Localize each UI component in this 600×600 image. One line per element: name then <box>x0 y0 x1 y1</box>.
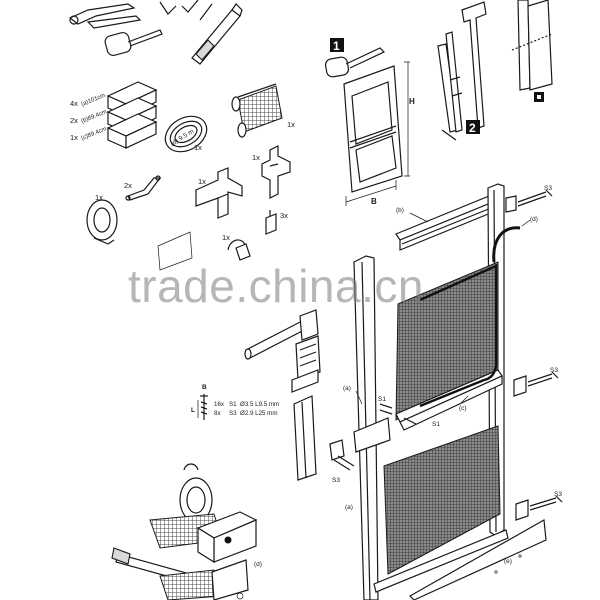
profile-c-spec: (c)89.4cm <box>81 126 108 142</box>
watermark-text: trade.china.cn <box>128 260 424 312</box>
cutter-knife-icon <box>191 3 243 65</box>
s3-bracket-top <box>505 189 553 213</box>
step1-badge: 1 <box>330 38 344 53</box>
profile-a-spec: (a)101cm <box>81 93 107 108</box>
gasket-roll-qty: 1x <box>194 143 202 152</box>
screw-s3-spec: Ø2.9 L25 mm <box>240 410 278 417</box>
screw-s1-spec: Ø3.5 L9.5 mm <box>240 401 279 408</box>
pliers-icon <box>68 3 142 29</box>
clip-icon <box>265 210 277 235</box>
cross-connector-icon <box>261 145 291 199</box>
callout-s1-lower: S1 <box>432 421 440 428</box>
screw-s3-qty: 8x <box>214 410 221 417</box>
callout-a-upper-leader <box>355 390 363 405</box>
step1-corner-tool-icon <box>324 47 386 78</box>
callout-s3-left: S3 <box>332 477 340 484</box>
callout-s3-top: S3 <box>544 185 552 192</box>
profile-b-spec: (b)89.4cm <box>81 109 108 125</box>
t-connector-icon <box>195 167 243 219</box>
screw-axis-b: B <box>202 384 207 391</box>
s1-screws-upper <box>379 403 393 415</box>
hinge-qty: 2x <box>124 181 132 190</box>
step1-frame <box>343 65 403 193</box>
scissors-icon <box>159 0 199 15</box>
top-rail-b <box>395 193 499 251</box>
svg-text:2: 2 <box>469 121 476 135</box>
vertical-profile-icon <box>293 395 317 481</box>
callout-s1-upper: S1 <box>378 396 386 403</box>
gasket-roll-icon <box>164 115 208 153</box>
s3-bracket-bottom <box>515 495 563 521</box>
height-label: H <box>409 97 415 106</box>
width-dimension-line <box>345 180 397 206</box>
latch-block-icon <box>291 335 321 393</box>
callout-d-top: (d) <box>530 216 538 223</box>
s3-bracket-mid <box>513 371 559 397</box>
step2-badge: 2 <box>466 120 480 135</box>
callout-a-upper: (a) <box>343 385 351 392</box>
gasket-cord-frame <box>419 264 498 408</box>
instruction-card-icon <box>157 231 193 271</box>
step2-frame-detail <box>511 0 553 102</box>
screw-axis-l: L <box>191 407 195 414</box>
profile-bundle-icon <box>106 81 158 149</box>
handle-qty: 1x <box>95 193 103 202</box>
screw-s1-qty: 16x <box>214 401 225 408</box>
screw-legend-icon <box>197 394 208 420</box>
callout-b-leader <box>409 212 429 223</box>
lower-mesh-panel <box>383 425 501 575</box>
handle-tool-icon <box>104 29 163 57</box>
handle-bar-icon <box>244 309 319 360</box>
screw-s1-code: S1 <box>229 401 237 408</box>
svg-text:1: 1 <box>333 39 340 53</box>
callout-d-top-leader <box>521 219 531 227</box>
profile-c-qty: 1x <box>70 133 78 142</box>
callout-e: (e) <box>504 558 512 565</box>
s1-screws-lower <box>403 417 417 425</box>
gasket-cord-top <box>492 226 521 263</box>
s3-bracket-left <box>329 439 355 471</box>
screw-s3-code: S3 <box>229 410 237 417</box>
callout-c-leader <box>459 395 469 405</box>
small-cable-part-icon <box>227 239 251 261</box>
callout-a-lower: (a) <box>345 504 353 511</box>
height-dimension-line <box>404 61 410 177</box>
callout-c: (c) <box>459 405 467 412</box>
cross-connector-qty: 1x <box>252 153 260 162</box>
t-connector-qty: 1x <box>198 177 206 186</box>
step2-insertion <box>437 1 487 141</box>
clip-qty: 3x <box>280 211 288 220</box>
handle-ring-icon <box>86 199 118 245</box>
width-label: B <box>371 197 377 206</box>
profile-a-qty: 4x <box>70 99 78 108</box>
stile-clamp <box>353 417 391 453</box>
callout-b: (b) <box>396 207 404 214</box>
mesh-roll-icon <box>231 83 283 138</box>
small-part-qty: 1x <box>222 233 230 242</box>
kick-plate-e <box>409 519 547 600</box>
callout-d-bottom: (d) <box>254 561 262 568</box>
mesh-roll-qty: 1x <box>287 120 295 129</box>
hinge-icon <box>125 175 162 201</box>
bottom-rail <box>373 529 509 593</box>
profile-b-qty: 2x <box>70 116 78 125</box>
callout-s3-bottom: S3 <box>554 491 562 498</box>
mesh-install-detail <box>149 463 258 564</box>
roller-tool-icon <box>111 547 249 600</box>
callout-s3-mid: S3 <box>550 367 558 374</box>
